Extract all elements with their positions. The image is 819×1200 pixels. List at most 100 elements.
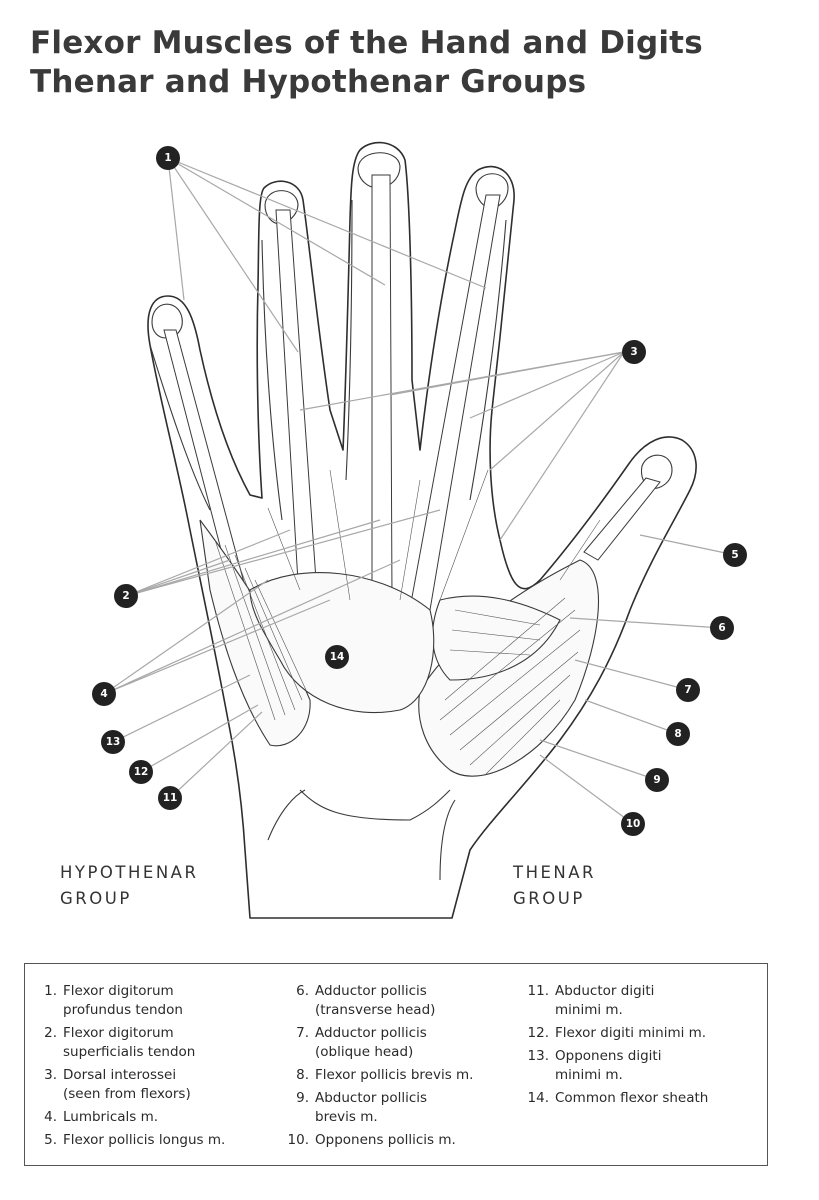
thenar-group-label: THENAR GROUP xyxy=(513,863,597,908)
legend-item-13: 13 Opponens digiti minimi m. xyxy=(527,1047,708,1085)
callout-1: 1 xyxy=(156,146,180,170)
legend-text-line: superficialis tendon xyxy=(63,1044,196,1060)
svg-text:7: 7 xyxy=(684,684,691,696)
legend-text-line: Adductor pollicis xyxy=(315,983,427,999)
legend-text-line: (seen from flexors) xyxy=(63,1086,191,1102)
callout-3: 3 xyxy=(622,340,646,364)
legend-number: 2 xyxy=(35,1024,57,1062)
leader-lines xyxy=(103,157,736,825)
svg-text:4: 4 xyxy=(100,688,107,700)
legend-text-line: Opponens digiti xyxy=(555,1048,662,1064)
page-title: Flexor Muscles of the Hand and Digits Th… xyxy=(30,24,790,102)
legend-text: Lumbricals m. xyxy=(57,1108,158,1127)
callout-12: 12 xyxy=(129,760,153,784)
svg-text:3: 3 xyxy=(630,346,637,358)
callout-markers: 1 2 3 4 5 6 7 8 9 10 11 12 13 14 xyxy=(92,146,747,836)
legend-text-line: Flexor digiti minimi m. xyxy=(555,1025,707,1041)
svg-text:1: 1 xyxy=(164,152,171,164)
legend-text-line: minimi m. xyxy=(555,1067,623,1083)
svg-text:2: 2 xyxy=(122,590,129,602)
legend-item-4: 4 Lumbricals m. xyxy=(35,1108,225,1127)
legend-text-line: Opponens pollicis m. xyxy=(315,1132,456,1148)
legend-text: Flexor pollicis brevis m. xyxy=(309,1066,473,1085)
callout-6: 6 xyxy=(710,616,734,640)
svg-text:8: 8 xyxy=(674,728,681,740)
legend-text-line: brevis m. xyxy=(315,1109,378,1125)
legend-text: Flexor digiti minimi m. xyxy=(549,1024,706,1043)
legend-text: Adductor pollicis (transverse head) xyxy=(309,982,435,1020)
legend-text-line: Abductor pollicis xyxy=(315,1090,428,1106)
legend-text: Adductor pollicis (oblique head) xyxy=(309,1024,427,1062)
legend-item-10: 10 Opponens pollicis m. xyxy=(287,1131,473,1150)
svg-text:11: 11 xyxy=(163,792,178,804)
legend-text-line: Flexor digitorum xyxy=(63,983,174,999)
callout-13: 13 xyxy=(101,730,125,754)
legend-item-9: 9 Abductor pollicis brevis m. xyxy=(287,1089,473,1127)
legend-item-3: 3 Dorsal interossei (seen from flexors) xyxy=(35,1066,225,1104)
hypothenar-mass xyxy=(199,519,311,747)
callout-14: 14 xyxy=(325,645,349,669)
legend-text-line: Flexor digitorum xyxy=(63,1025,174,1041)
legend-column-2: 6Adductor pollicis(transverse head)7Addu… xyxy=(287,982,474,1154)
legend-number: 4 xyxy=(35,1108,57,1127)
legend-text: Common flexor sheath xyxy=(549,1089,708,1108)
legend-text: Dorsal interossei (seen from flexors) xyxy=(57,1066,191,1104)
legend-text-line: (transverse head) xyxy=(315,1002,436,1018)
callout-10: 10 xyxy=(621,812,645,836)
legend-text: Flexor digitorum superficialis tendon xyxy=(57,1024,195,1062)
muscle-masses xyxy=(199,469,601,881)
legend-item-8: 8 Flexor pollicis brevis m. xyxy=(287,1066,473,1085)
callout-8: 8 xyxy=(666,722,690,746)
legend-item-6: 6 Adductor pollicis (transverse head) xyxy=(287,982,473,1020)
legend-item-11: 11 Abductor digiti minimi m. xyxy=(527,982,708,1020)
legend-item-12: 12 Flexor digiti minimi m. xyxy=(527,1024,708,1043)
legend-text-line: Dorsal interossei xyxy=(63,1067,177,1083)
finger-tendons xyxy=(149,174,661,611)
legend-number: 8 xyxy=(287,1066,309,1085)
svg-text:6: 6 xyxy=(718,622,725,634)
legend-text-line: Common flexor sheath xyxy=(555,1090,709,1106)
legend-text: Flexor digitorum profundus tendon xyxy=(57,982,183,1020)
legend-number: 6 xyxy=(287,982,309,1020)
legend-text: Flexor pollicis longus m. xyxy=(57,1131,225,1150)
legend-item-1: 1 Flexor digitorum profundus tendon xyxy=(35,982,225,1020)
legend-number: 14 xyxy=(527,1089,549,1108)
callout-5: 5 xyxy=(723,543,747,567)
legend-text-line: Abductor digiti xyxy=(555,983,655,999)
svg-text:14: 14 xyxy=(330,651,345,663)
legend-column-3: 11 Abductor digiti minimi m. 12 Flexor digit… xyxy=(527,982,709,1112)
hand-diagram: 1 2 3 4 5 6 7 8 9 10 11 12 13 14 xyxy=(92,141,747,919)
title-line-1: Flexor Muscles of the Hand and Digits xyxy=(30,25,703,61)
svg-text:13: 13 xyxy=(106,736,121,748)
callout-7: 7 xyxy=(676,678,700,702)
fingertips xyxy=(151,152,673,489)
legend-item-14: 14 Common flexor sheath xyxy=(527,1089,709,1108)
legend-text: Opponens pollicis m. xyxy=(309,1131,456,1150)
callout-4: 4 xyxy=(92,682,116,706)
legend-text-line: (oblique head) xyxy=(315,1044,414,1060)
legend-number: 1 xyxy=(35,982,57,1020)
legend-text-line: minimi m. xyxy=(555,1002,623,1018)
legend-text-line: Lumbricals m. xyxy=(63,1109,159,1125)
legend-text: Abductor pollicis brevis m. xyxy=(309,1089,427,1127)
svg-text:10: 10 xyxy=(626,818,641,830)
legend-number: 5 xyxy=(35,1131,57,1150)
legend-text-line: Flexor pollicis brevis m. xyxy=(315,1067,474,1083)
legend-text-line: Adductor pollicis xyxy=(315,1025,427,1041)
legend-text: Abductor digiti minimi m. xyxy=(549,982,654,1020)
callout-9: 9 xyxy=(645,768,669,792)
callout-11: 11 xyxy=(158,786,182,810)
legend-number: 3 xyxy=(35,1066,57,1104)
legend-number: 9 xyxy=(287,1089,309,1127)
legend-number: 13 xyxy=(527,1047,549,1085)
svg-text:9: 9 xyxy=(653,774,660,786)
legend-item-7: 7 Adductor pollicis (oblique head) xyxy=(287,1024,473,1062)
svg-text:12: 12 xyxy=(134,766,149,778)
legend-number: 11 xyxy=(527,982,549,1020)
legend-number: 7 xyxy=(287,1024,309,1062)
legend-text-line: profundus tendon xyxy=(63,1002,183,1018)
legend-number: 10 xyxy=(287,1131,309,1150)
legend-number: 12 xyxy=(527,1024,549,1043)
